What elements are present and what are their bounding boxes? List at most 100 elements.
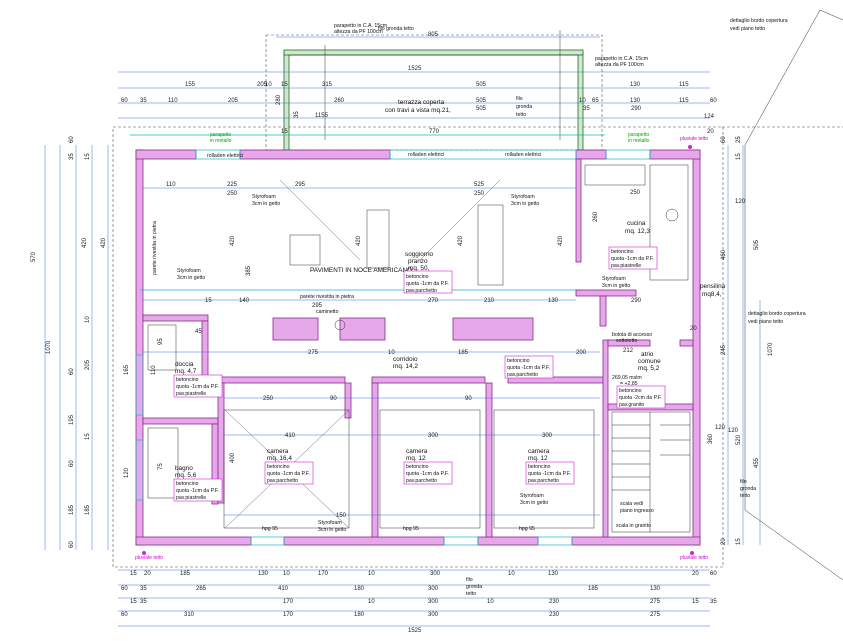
di-250a: 250 [227, 191, 238, 197]
fn-corridoio-bet: betoncino [507, 358, 530, 364]
dims-top: 805 1525 155 205 505 130 115 60 35 110 2… [121, 32, 717, 135]
db1-5: 170 [318, 571, 329, 577]
svg-text:mq8,4,: mq8,4, [702, 291, 722, 298]
svg-text:soggiorno: soggiorno [405, 251, 434, 258]
dim-770: 770 [429, 129, 440, 135]
svg-text:120: 120 [715, 425, 726, 431]
di-185: 185 [458, 350, 469, 356]
dims-left: 570 1070 60 35 15 420 10 60 205 195 15 6… [31, 136, 164, 548]
svg-text:505: 505 [476, 82, 487, 88]
svg-text:155: 155 [185, 82, 196, 88]
db4-5: 275 [650, 612, 661, 618]
svg-text:betoncino: betoncino [619, 388, 642, 394]
note-dettaglio-top-1: dettaglio bordo copertura [730, 18, 788, 24]
parapetto-metallo-left-1: parapetto [210, 132, 231, 138]
svg-text:quota -1cm da P.F.: quota -1cm da P.F. [176, 384, 219, 390]
svg-text:10: 10 [265, 82, 272, 88]
svg-text:rolladen elettrici: rolladen elettrici [408, 152, 444, 158]
svg-text:3cm in getto: 3cm in getto [252, 201, 280, 207]
svg-text:60: 60 [121, 612, 128, 618]
svg-text:mq. 14,2: mq. 14,2 [393, 363, 418, 370]
dr-455: 455 [754, 457, 760, 468]
room-atrio-1: atrio [641, 351, 654, 358]
room-atrio-2: comune [638, 358, 661, 365]
svg-text:20: 20 [144, 571, 151, 577]
svg-text:110: 110 [151, 365, 157, 375]
svg-text:205: 205 [257, 82, 268, 88]
fn-atrio-bet: betoncino [619, 388, 642, 394]
db3-7: 275 [650, 599, 661, 605]
svg-text:tetto: tetto [740, 493, 750, 499]
room-camera1-1: camera [267, 448, 289, 455]
terrace [283, 30, 584, 151]
svg-text:mq. 12: mq. 12 [406, 455, 426, 462]
note-dettaglio-mid-1: dettaglio bordo copertura [748, 311, 806, 317]
room-corridoio-2: mq. 14,2 [393, 363, 418, 370]
svg-text:360: 360 [708, 433, 714, 444]
dl-75: 75 [158, 463, 164, 470]
svg-text:comune: comune [638, 358, 661, 365]
dl-420: 420 [101, 237, 107, 248]
dimension-lines [44, 36, 761, 627]
db4-1: 170 [283, 612, 294, 618]
svg-text:15: 15 [130, 599, 137, 605]
di-400: 400 [230, 452, 236, 463]
dr-460: 460 [721, 249, 727, 260]
svg-text:140: 140 [239, 298, 250, 304]
svg-text:130: 130 [630, 82, 641, 88]
svg-text:230: 230 [549, 599, 560, 605]
room-camera1-2: mq. 16,4 [267, 455, 292, 462]
dl-205: 205 [85, 359, 91, 370]
svg-text:520: 520 [736, 434, 742, 445]
db2-5: 300 [428, 586, 439, 592]
svg-text:420: 420 [356, 235, 362, 246]
filo-mid-2: gronda [516, 104, 532, 110]
dim-t2-6: 65 [592, 98, 599, 104]
db2-7: 130 [650, 586, 661, 592]
svg-text:betoncino: betoncino [507, 358, 530, 364]
svg-text:pav.piastrelle: pav.piastrelle [176, 495, 206, 501]
db1-1: 20 [144, 571, 151, 577]
svg-text:1525: 1525 [408, 628, 422, 634]
db1-8: 10 [508, 571, 515, 577]
svg-text:altezza da PF 100cm: altezza da PF 100cm [595, 62, 644, 68]
dr-15: 15 [736, 153, 742, 160]
room-doccia-2: mq. 4,7 [175, 368, 197, 375]
di-120: 120 [715, 425, 726, 431]
svg-text:260: 260 [593, 211, 599, 222]
svg-text:parapetto in C.A. 15cm: parapetto in C.A. 15cm [595, 56, 648, 62]
svg-text:betoncino: betoncino [528, 464, 551, 470]
note-filo-gronda-top: filo gronda tetto [378, 26, 414, 32]
svg-text:10: 10 [508, 571, 515, 577]
parete-rivestita-vert: parete rivestita in pietra [152, 221, 158, 275]
sty-2a: Styrofoam [511, 194, 535, 200]
filo-bottom-3: tetto [466, 591, 476, 597]
svg-text:455: 455 [754, 457, 760, 468]
svg-text:quota -1cm da P.F.: quota -1cm da P.F. [507, 365, 550, 371]
svg-text:275: 275 [308, 350, 319, 356]
svg-text:pav.parchetto: pav.parchetto [406, 478, 437, 484]
dim-t3-5: 290 [631, 106, 642, 112]
svg-text:20: 20 [692, 571, 699, 577]
di-150: 150 [336, 513, 347, 519]
dl-1070: 1070 [46, 340, 52, 354]
svg-text:pav.piastrelle: pav.piastrelle [611, 263, 641, 269]
di-250c: 250 [630, 190, 641, 196]
note-parapetto-top: parapetto in C.A. 15cm [334, 23, 387, 29]
svg-text:parapetto: parapetto [628, 132, 649, 138]
fn-doccia-pav: pav.piastrelle [176, 391, 206, 397]
hpg-1: hpg 95 [262, 526, 278, 532]
svg-text:3cm in getto: 3cm in getto [511, 201, 539, 207]
svg-text:pensilina: pensilina [700, 283, 726, 290]
svg-text:410: 410 [285, 433, 296, 439]
dim-t1-2: 505 [476, 82, 487, 88]
di-290: 290 [631, 298, 642, 304]
sty-1b: 3cm in getto [252, 201, 280, 207]
svg-text:205: 205 [85, 359, 91, 370]
dl-15: 15 [85, 153, 91, 160]
svg-text:60: 60 [710, 571, 717, 577]
svg-text:piano ingresso: piano ingresso [620, 508, 654, 514]
db2-6: 185 [588, 586, 599, 592]
fn-camera3-bet: betoncino [528, 464, 551, 470]
svg-text:15: 15 [205, 298, 212, 304]
